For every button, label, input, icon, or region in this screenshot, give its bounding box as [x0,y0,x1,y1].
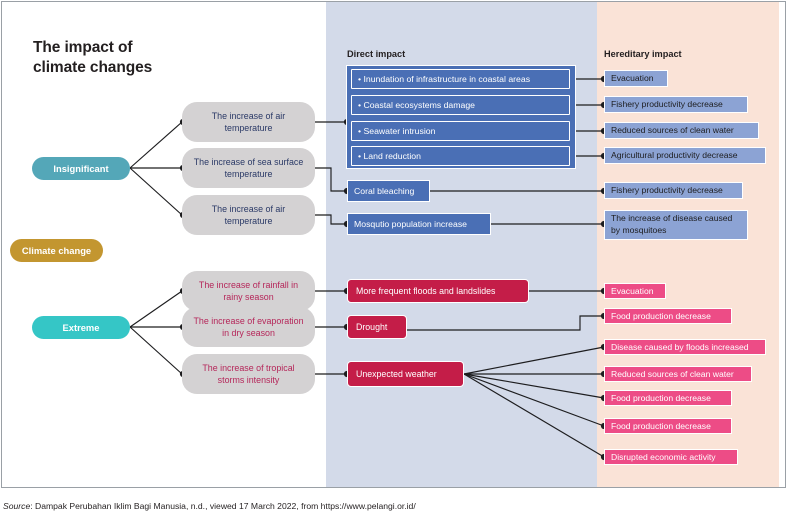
source-text: : Dampak Perubahan Iklim Bagi Manusia, n… [30,501,416,511]
source-label: Source [3,501,31,511]
page-title-line1: The impact of [33,39,133,56]
hereditary-impact-item[interactable]: Agricultural productivity decrease [604,147,766,164]
driver-node[interactable]: The increase of air temperature [182,195,315,235]
direct-impact-item[interactable]: • Inundation of infrastructure in coasta… [351,69,570,89]
hereditary-impact-item[interactable]: Reduced sources of clean water [604,366,752,382]
hereditary-impact-item[interactable]: Food production decrease [604,308,732,324]
diagram-frame: The impact of climate changes Direct imp… [1,1,786,488]
column-heading-direct: Direct impact [347,49,406,59]
direct-impact-item[interactable]: • Land reduction [351,146,570,166]
branch-node-extreme[interactable]: Extreme [32,316,130,339]
hereditary-impact-item[interactable]: Reduced sources of clean water [604,122,759,139]
hereditary-impact-item[interactable]: Fishery productivity decrease [604,96,748,113]
direct-impact-item[interactable]: Coral bleaching [347,180,430,202]
direct-impact-item[interactable]: Unexpected weather [347,361,464,387]
hereditary-impact-item[interactable]: Disrupted economic activity [604,449,738,465]
hereditary-impact-item[interactable]: Evacuation [604,70,668,87]
connector-layer [129,75,608,461]
hereditary-impact-item[interactable]: Evacuation [604,283,666,299]
hereditary-impact-item[interactable]: Food production decrease [604,390,732,406]
direct-impact-item[interactable]: • Coastal ecosystems damage [351,95,570,115]
hereditary-impact-item[interactable]: Fishery productivity decrease [604,182,743,199]
source-caption: Source: Dampak Perubahan Iklim Bagi Manu… [3,501,416,511]
hereditary-impact-item[interactable]: Disease caused by floods increased [604,339,766,355]
direct-impact-group: • Inundation of infrastructure in coasta… [346,65,576,169]
direct-impact-item[interactable]: Drought [347,315,407,339]
column-heading-hereditary: Hereditary impact [604,49,682,59]
direct-impact-item[interactable]: More frequent floods and landslides [347,279,529,303]
branch-node-insignificant[interactable]: Insignificant [32,157,130,180]
root-node-climate-change[interactable]: Climate change [10,239,103,262]
direct-impact-item[interactable]: • Seawater intrusion [351,121,570,141]
driver-node[interactable]: The increase of sea surface temperature [182,148,315,188]
driver-node[interactable]: The increase of tropical storms intensit… [182,354,315,394]
driver-node[interactable]: The increase of rainfall in rainy season [182,271,315,311]
direct-impact-item[interactable]: Mosqutio population increase [347,213,491,235]
page-title: The impact of climate changes [33,38,152,79]
driver-node[interactable]: The increase of evaporation in dry seaso… [182,307,315,347]
hereditary-impact-item[interactable]: Food production decrease [604,418,732,434]
hereditary-impact-item[interactable]: The increase of disease caused by mosqui… [604,210,748,240]
driver-node[interactable]: The increase of air temperature [182,102,315,142]
page-title-line2: climate changes [33,59,153,77]
